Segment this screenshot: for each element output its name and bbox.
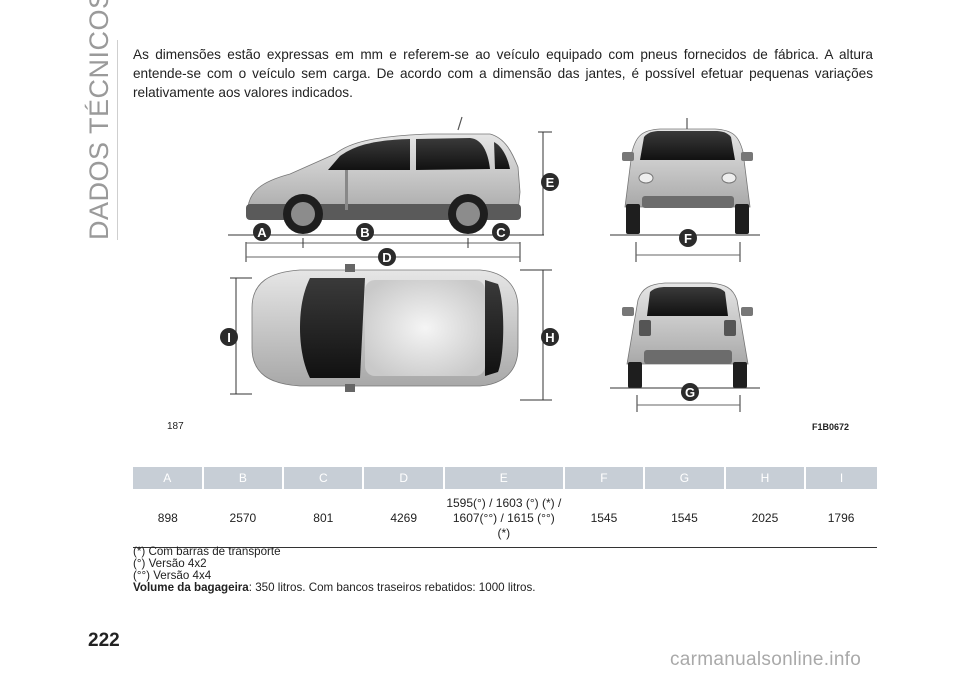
svg-text:A: A bbox=[257, 225, 267, 240]
svg-text:F: F bbox=[684, 231, 692, 246]
table-header: A bbox=[133, 467, 204, 489]
table-cell: 2570 bbox=[202, 489, 284, 548]
side-dimension-lines bbox=[228, 131, 552, 262]
dimension-label-b: B bbox=[356, 223, 374, 241]
luggage-note: Volume da bagageira: 350 litros. Com ban… bbox=[133, 582, 536, 594]
car-rear-view bbox=[622, 282, 753, 388]
table-cell: 4269 bbox=[363, 489, 444, 548]
table-cell: 1545 bbox=[644, 489, 725, 548]
dimension-label-g: G bbox=[681, 383, 699, 401]
dimension-label-d: D bbox=[378, 248, 396, 266]
page-number: 222 bbox=[88, 630, 120, 651]
luggage-label: Volume da bagageira bbox=[133, 581, 249, 594]
dimension-label-a: A bbox=[253, 223, 271, 241]
table-header: E bbox=[443, 467, 565, 489]
svg-text:C: C bbox=[496, 225, 506, 240]
svg-text:I: I bbox=[227, 330, 231, 345]
svg-text:B: B bbox=[360, 225, 369, 240]
table-cell: 2025 bbox=[724, 489, 806, 548]
table-cell: 1796 bbox=[805, 489, 877, 548]
table-header: B bbox=[202, 467, 285, 489]
table-header: F bbox=[563, 467, 646, 489]
table-header-row: A B C D E F G H I bbox=[133, 467, 877, 489]
svg-text:D: D bbox=[382, 250, 391, 265]
section-divider bbox=[117, 40, 118, 240]
car-top-view bbox=[251, 264, 519, 392]
note-line: (*) Com barras de transporte bbox=[133, 545, 281, 558]
dimension-label-e: E bbox=[541, 173, 559, 191]
table-header: G bbox=[644, 467, 726, 489]
svg-text:H: H bbox=[545, 330, 554, 345]
dimension-label-i: I bbox=[220, 328, 238, 346]
note-line: (°) Versão 4x2 bbox=[133, 557, 207, 570]
table-cell: 898 bbox=[133, 489, 203, 548]
dimension-label-f: F bbox=[679, 229, 697, 247]
table-notes: (*) Com barras de transporte (°) Versão … bbox=[133, 546, 536, 594]
table-header: D bbox=[363, 467, 445, 489]
note-line: (°°) Versão 4x4 bbox=[133, 569, 212, 582]
dimensions-figure: A B C D E F G H I bbox=[220, 116, 760, 412]
dimension-label-c: C bbox=[492, 223, 510, 241]
table-header: H bbox=[724, 467, 807, 489]
table-cell: 801 bbox=[283, 489, 364, 548]
car-side-view bbox=[246, 116, 521, 234]
intro-paragraph: As dimensões estão expressas em mm e ref… bbox=[133, 47, 873, 100]
watermark: carmanualsonline.info bbox=[670, 649, 862, 670]
car-front-view bbox=[622, 118, 753, 234]
figure-number: 187 bbox=[167, 421, 184, 432]
section-title-vertical: DADOS TÉCNICOS bbox=[84, 0, 116, 240]
section-title: DADOS TÉCNICOS bbox=[84, 0, 114, 240]
table-cell: 1595(°) / 1603 (°) (*) / 1607(°°) / 1615… bbox=[443, 489, 564, 548]
dimension-label-h: H bbox=[541, 328, 559, 346]
table-header: C bbox=[283, 467, 365, 489]
svg-text:E: E bbox=[546, 175, 555, 190]
figure-code: F1B0672 bbox=[812, 422, 850, 432]
table-row: 898 2570 801 4269 1595(°) / 1603 (°) (*)… bbox=[133, 489, 877, 548]
svg-text:G: G bbox=[685, 385, 695, 400]
table-cell: 1545 bbox=[563, 489, 645, 548]
dimensions-table: A B C D E F G H I 898 2570 801 4269 1595… bbox=[133, 467, 877, 548]
luggage-text: : 350 litros. Com bancos traseiros rebat… bbox=[248, 581, 536, 594]
table-header: I bbox=[805, 467, 877, 489]
